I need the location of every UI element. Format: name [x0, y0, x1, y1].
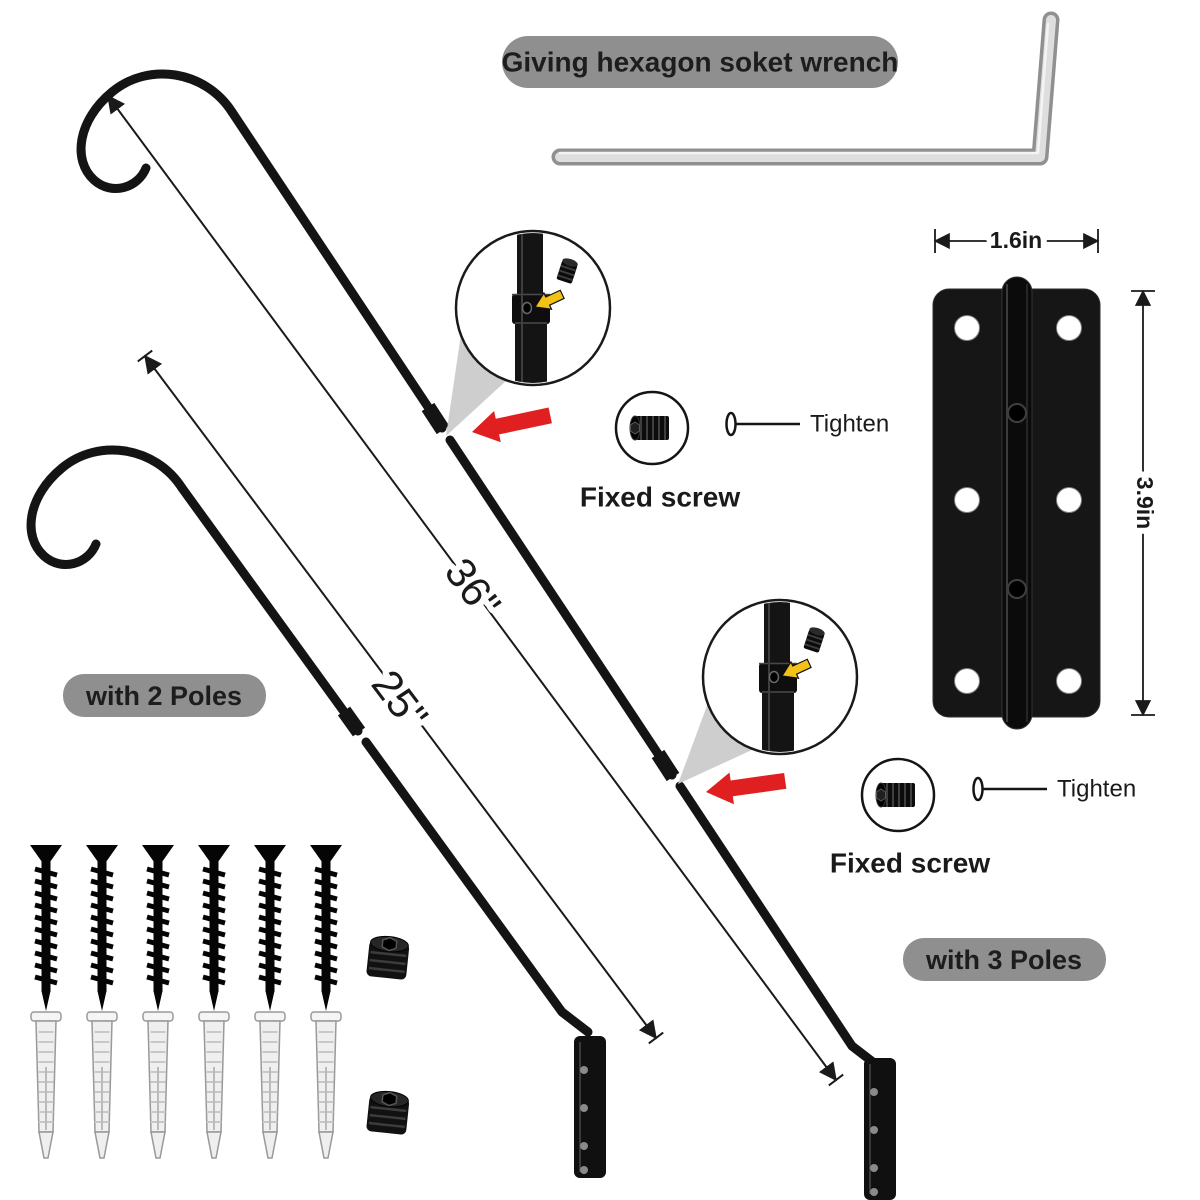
dim-label-36: 36": [436, 549, 510, 627]
two-poles-badge-label: with 2 Poles: [85, 681, 242, 711]
hex-wrench-badge: Giving hexagon soket wrench: [502, 36, 899, 88]
zoom-inset-top: [446, 229, 612, 436]
hex-wrench-badge-label: Giving hexagon soket wrench: [502, 47, 899, 78]
zoom-inset-bottom: [678, 598, 859, 784]
dim-label-25: 25": [363, 661, 438, 739]
wall-anchor-icon: [30, 1011, 62, 1159]
bracket-width-dimension: 1.6in: [933, 221, 1100, 259]
three-poles-badge-label: with 3 Poles: [925, 945, 1082, 975]
pole-36-wall-mount: [863, 1057, 897, 1200]
wall-anchor-icon: [198, 1011, 230, 1159]
screw-icon: [310, 845, 342, 1011]
fixed-screw-label-bottom: Fixed screw: [830, 848, 991, 879]
red-arrow-icon: [468, 399, 554, 448]
screw-icon: [86, 845, 118, 1011]
tighten-label-bottom: Tighten: [1057, 776, 1136, 803]
pole-36-hook: [76, 69, 237, 193]
grub-screw-icon: [629, 415, 669, 441]
wall-bracket-illustration: [932, 276, 1101, 730]
tighten-label-top: Tighten: [810, 411, 889, 438]
wall-anchor-icon: [86, 1011, 118, 1159]
tighten-callout-top: Tighten: [725, 411, 889, 438]
wall-anchor-icon: [142, 1011, 174, 1159]
fixed-screw-callout-bottom: Fixed screw: [830, 757, 991, 879]
zoom-pointer-top: [446, 334, 507, 436]
set-screw-icon: [364, 1088, 412, 1137]
wall-anchor-icon: [310, 1011, 342, 1159]
screw-icon: [142, 845, 174, 1011]
fixed-screw-label-top: Fixed screw: [580, 482, 741, 513]
screw-side-icon: [725, 411, 737, 437]
pole-25-illustration: [26, 445, 593, 1037]
pole-25-hook: [26, 445, 187, 569]
bracket-width-label: 1.6in: [990, 227, 1042, 253]
tighten-callout-bottom: Tighten: [972, 776, 1136, 803]
bracket-height-label: 3.9in: [1132, 477, 1158, 529]
wall-anchors-row: [30, 1011, 342, 1159]
grub-screw-icon: [875, 782, 915, 808]
pole-25-wall-mount: [573, 1035, 607, 1179]
two-poles-badge: with 2 Poles: [63, 674, 266, 717]
three-poles-badge: with 3 Poles: [903, 938, 1106, 981]
screw-icon: [198, 845, 230, 1011]
screw-icon: [30, 845, 62, 1011]
zoom-pointer-bottom: [678, 703, 754, 784]
screw-icon: [254, 845, 286, 1011]
wall-anchor-icon: [254, 1011, 286, 1159]
screw-side-icon: [972, 776, 984, 802]
set-screw-icon: [364, 933, 412, 982]
bracket-height-dimension: 3.9in: [1126, 289, 1164, 717]
mounting-screws-row: [30, 845, 342, 1011]
red-arrow-icon: [703, 765, 788, 808]
fixed-screw-callout-top: Fixed screw: [580, 390, 741, 513]
